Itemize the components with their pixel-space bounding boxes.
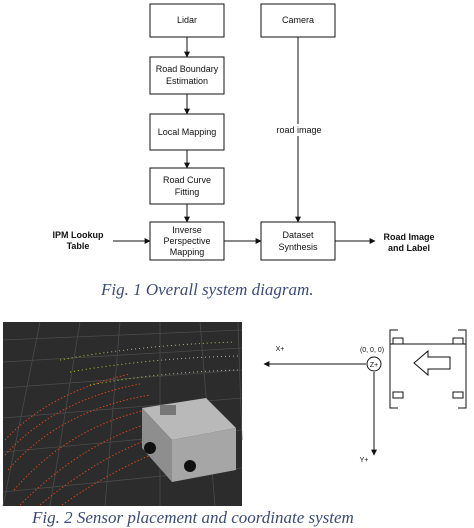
output-label-line1: Road Image: [383, 232, 434, 242]
ipm-label-line1: Inverse: [172, 225, 202, 235]
dataset-label-line2: Synthesis: [278, 242, 318, 252]
ipm-lookup-input: IPM Lookup Table: [53, 230, 104, 251]
coordinate-system: Z+ (0, 0, 0) X+ Y+: [263, 329, 467, 464]
dataset-box: Dataset Synthesis: [260, 221, 336, 261]
ipm-box: Inverse Perspective Mapping: [149, 221, 225, 261]
vehicle-top-view: [389, 329, 467, 409]
road-curve-box: Road Curve Fitting: [149, 167, 225, 205]
output-label-line2: and Label: [388, 243, 430, 253]
camera-box: Camera: [260, 3, 336, 38]
dataset-label-line1: Dataset: [282, 230, 314, 240]
origin-label: (0, 0, 0): [360, 347, 384, 354]
point-cloud-render: [2, 321, 243, 507]
fig1-caption: Fig. 1 Overall system diagram.: [101, 280, 314, 299]
origin-circle: [366, 356, 382, 372]
fig2-caption: Fig. 2 Sensor placement and coordinate s…: [32, 508, 354, 527]
direction-arrow-icon: [413, 349, 451, 377]
z-axis-label: Z+: [370, 362, 378, 369]
local-mapping-box: Local Mapping: [149, 113, 225, 151]
road-curve-label-line1: Road Curve: [163, 175, 211, 185]
road-curve-label-line2: Fitting: [175, 187, 200, 197]
lidar-label: Lidar: [177, 15, 197, 25]
ipm-label-line3: Mapping: [170, 247, 205, 257]
ipm-lookup-label-line2: Table: [67, 241, 90, 251]
local-mapping-label: Local Mapping: [158, 127, 217, 137]
road-boundary-label-line1: Road Boundary: [156, 64, 219, 74]
road-boundary-box: Road Boundary Estimation: [149, 56, 225, 95]
lidar-points-green: [59, 341, 239, 386]
lidar-box: Lidar: [149, 3, 225, 38]
camera-label: Camera: [282, 15, 314, 25]
x-axis-label: X+: [276, 346, 285, 353]
ipm-label-line2: Perspective: [163, 236, 210, 246]
y-axis-label: Y+: [360, 457, 369, 464]
road-image-label-output: Road Image and Label: [383, 232, 434, 253]
road-image-edge-label: road image: [276, 125, 321, 135]
ipm-lookup-label-line1: IPM Lookup: [53, 230, 104, 240]
vehicle-model: [142, 398, 236, 482]
road-image-label-bg: [272, 124, 326, 136]
road-boundary-label-line2: Estimation: [166, 76, 208, 86]
